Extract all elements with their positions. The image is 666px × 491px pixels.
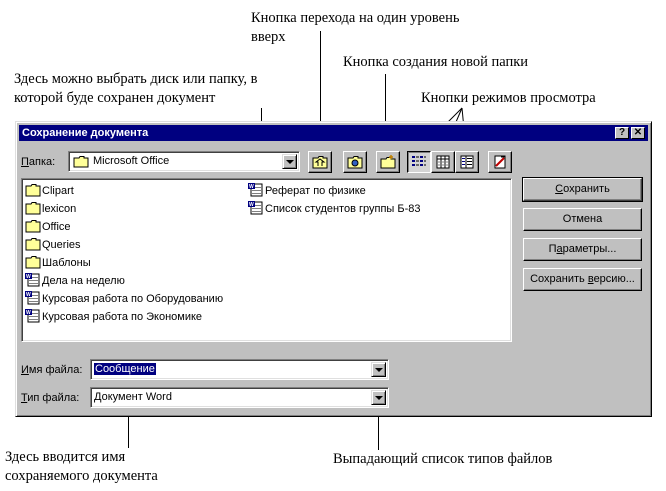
annotation-view-modes: Кнопки режимов просмотра <box>421 90 596 106</box>
file-item-label: Дела на неделю <box>42 275 125 287</box>
leader-line-filetypes <box>378 400 379 450</box>
folder-icon <box>25 238 41 251</box>
folder-label: Папка: <box>21 156 56 168</box>
annotation-filetypes: Выпадающий список типов файлов <box>333 451 553 467</box>
file-item-label: Список студентов группы Б-83 <box>265 203 421 215</box>
filename-combo[interactable]: Сообщение <box>90 359 389 380</box>
list-view-icon <box>412 156 426 166</box>
details-view-button[interactable] <box>431 151 455 173</box>
folder-combo[interactable]: Microsoft Office <box>68 151 300 172</box>
word-document-icon: W <box>248 183 263 197</box>
save-version-button[interactable]: Сохранить версию... <box>523 268 642 291</box>
filename-input[interactable]: Сообщение <box>94 362 156 376</box>
leader-line-up-level <box>320 31 321 149</box>
close-button[interactable]: ✕ <box>631 127 645 139</box>
tools-icon <box>494 155 506 169</box>
file-item-label: Office <box>42 221 71 233</box>
filetype-label: Тип файла: <box>21 392 80 404</box>
list-view-button[interactable] <box>407 151 431 173</box>
word-document-icon: W <box>25 291 40 305</box>
dialog-title: Сохранение документа <box>22 127 149 139</box>
annotation-filename-line2: сохраняемого документа <box>5 468 158 484</box>
file-item-label: Курсовая работа по Экономике <box>42 311 203 323</box>
folder-icon <box>73 156 89 168</box>
svg-text:W: W <box>26 274 31 280</box>
file-item-label: Queries <box>42 239 81 251</box>
filename-label: Имя файла: <box>21 364 83 376</box>
folder-combo-value: Microsoft Office <box>93 155 170 167</box>
details-view-icon <box>436 155 450 169</box>
save-document-dialog: Сохранение документа ? ✕ Папка: Microsof… <box>15 121 652 417</box>
up-folder-icon <box>312 156 328 169</box>
folder-icon <box>25 220 41 233</box>
filetype-combo[interactable]: Документ Word <box>90 387 389 408</box>
folder-icon <box>25 202 41 215</box>
leader-line-filename <box>128 400 129 448</box>
properties-view-icon <box>460 155 474 169</box>
new-folder-icon <box>380 155 396 169</box>
leader-line-new-folder <box>385 74 386 150</box>
parameters-button[interactable]: Параметры... <box>523 238 642 261</box>
help-button[interactable]: ? <box>615 127 629 139</box>
annotation-choose-drive-line2: которой буде сохранен документ <box>14 90 216 106</box>
file-item-label: Реферат по физике <box>265 185 366 197</box>
file-item-label: Курсовая работа по Оборудованию <box>42 293 224 305</box>
tools-button[interactable] <box>488 151 512 173</box>
annotation-filename-line1: Здесь вводится имя <box>5 449 126 465</box>
filename-dropdown-button[interactable] <box>371 362 386 377</box>
create-new-folder-button[interactable] <box>376 151 400 173</box>
svg-text:W: W <box>249 202 254 208</box>
web-folder-icon <box>347 156 363 169</box>
dialog-titlebar[interactable]: Сохранение документа ? ✕ <box>19 125 648 141</box>
filetype-value: Документ Word <box>94 391 172 403</box>
folder-icon <box>25 256 41 269</box>
filetype-dropdown-button[interactable] <box>371 390 386 405</box>
search-web-button[interactable] <box>343 151 367 173</box>
word-document-icon: W <box>25 273 40 287</box>
word-document-icon: W <box>248 201 263 215</box>
folder-dropdown-button[interactable] <box>282 154 297 169</box>
file-item-label: Clipart <box>42 185 74 197</box>
svg-text:W: W <box>26 310 31 316</box>
file-item-label: lexicon <box>42 203 77 215</box>
svg-text:W: W <box>249 184 254 190</box>
folder-icon <box>25 184 41 197</box>
up-one-level-button[interactable] <box>308 151 332 173</box>
properties-view-button[interactable] <box>455 151 479 173</box>
file-item-label: Шаблоны <box>42 257 91 269</box>
annotation-choose-drive-line1: Здесь можно выбрать диск или папку, в <box>14 71 258 87</box>
word-document-icon: W <box>25 309 40 323</box>
cancel-button[interactable]: Отмена <box>523 208 642 231</box>
svg-text:W: W <box>26 292 31 298</box>
annotation-up-level-line2: вверх <box>251 29 286 45</box>
save-button[interactable]: Сохранить <box>522 177 643 202</box>
annotation-new-folder: Кнопка создания новой папки <box>343 54 529 70</box>
filename-value: Сообщение <box>94 363 156 375</box>
annotation-up-level-line1: Кнопка перехода на один уровень <box>251 10 460 26</box>
